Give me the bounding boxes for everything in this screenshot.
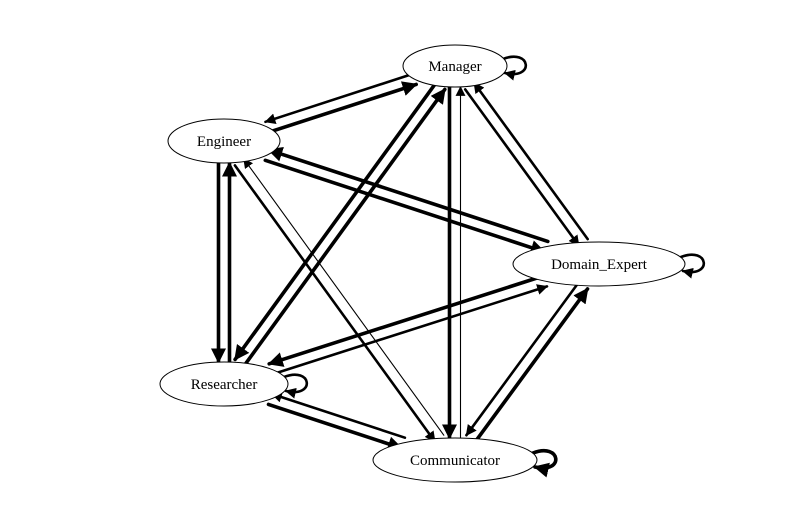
node-label: Communicator xyxy=(410,453,500,469)
node-ellipse xyxy=(512,241,686,287)
node-label: Researcher xyxy=(191,377,258,393)
edge-manager-to-domain_expert xyxy=(463,88,581,247)
node-label: Engineer xyxy=(197,134,251,150)
edge-manager-to-engineer xyxy=(264,72,415,124)
edge-domain_expert-to-domain_expert xyxy=(679,253,706,279)
edge-communicator-to-communicator xyxy=(531,449,558,478)
node-ellipse xyxy=(159,361,289,407)
edge-manager-to-researcher xyxy=(233,81,438,362)
node-label: Manager xyxy=(428,59,481,75)
node-ellipse xyxy=(372,437,538,483)
node-ellipse xyxy=(167,118,281,164)
node-manager: Manager xyxy=(402,44,508,88)
edge-researcher-to-domain_expert xyxy=(271,284,549,376)
edge-communicator-to-researcher xyxy=(270,391,407,440)
node-engineer: Engineer xyxy=(167,118,281,164)
edge-engineer-to-manager xyxy=(267,81,419,134)
node-label: Domain_Expert xyxy=(551,257,648,273)
node-domain-expert: Domain_Expert xyxy=(512,241,686,287)
edge-communicator-to-domain_expert xyxy=(473,287,590,444)
edge-domain_expert-to-communicator xyxy=(465,281,581,437)
node-ellipse xyxy=(402,44,508,88)
node-communicator: Communicator xyxy=(372,437,538,483)
edge-domain_expert-to-engineer xyxy=(266,146,550,244)
node-researcher: Researcher xyxy=(159,361,289,407)
edge-researcher-to-researcher xyxy=(282,373,309,399)
edge-domain_expert-to-researcher xyxy=(267,274,546,367)
edge-domain_expert-to-manager xyxy=(472,81,590,241)
edge-engineer-to-communicator xyxy=(233,164,437,443)
nodes-layer: ManagerEngineerDomain_ExpertResearcherCo… xyxy=(159,44,686,483)
edges-layer xyxy=(210,55,706,478)
edge-communicator-to-engineer xyxy=(243,158,445,436)
edge-engineer-to-domain_expert xyxy=(263,158,547,255)
edge-researcher-to-communicator xyxy=(266,402,404,452)
edge-manager-to-manager xyxy=(501,55,528,81)
edge-researcher-to-manager xyxy=(242,87,447,368)
